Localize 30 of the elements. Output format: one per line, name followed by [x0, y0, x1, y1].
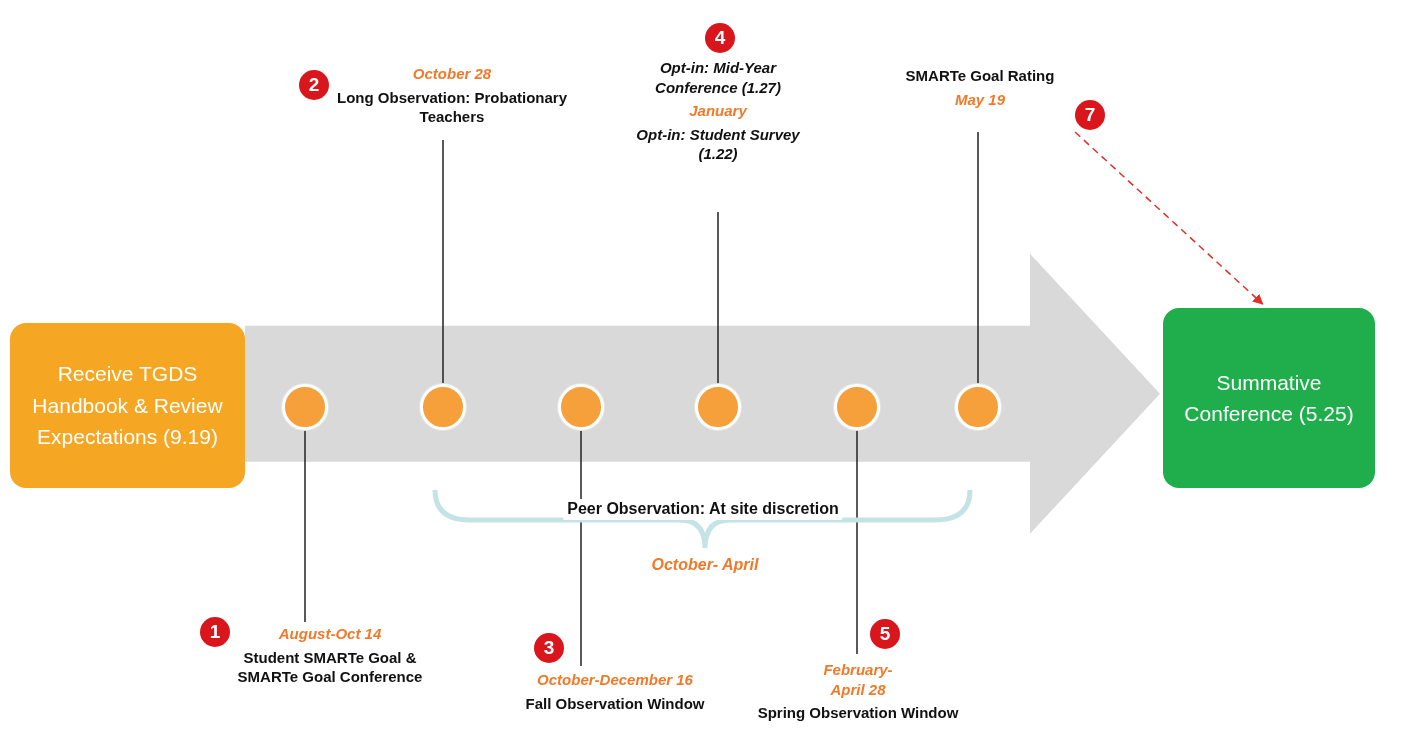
timeline-arrow: [245, 253, 1160, 534]
callout-number: 4: [705, 23, 735, 53]
callout-number: 1: [200, 617, 230, 647]
leader-line: [717, 211, 719, 385]
callout-number: 5: [870, 619, 900, 649]
milestone-date: October-December 16: [537, 670, 693, 690]
milestone-date: August-Oct 14: [278, 624, 382, 644]
leader-line: [304, 429, 306, 623]
milestone-text: Fall Observation Window: [525, 693, 705, 713]
milestone-text: Long Observation: Probationary Teachers: [336, 87, 568, 127]
milestone-date: February- April 28: [822, 660, 894, 699]
leader-line: [856, 429, 858, 655]
leader-line: [442, 139, 444, 385]
callout-number: 3: [534, 633, 564, 663]
dashed-arrow: [1074, 131, 1264, 305]
milestone-text: SMARTe Goal Rating: [905, 66, 1055, 86]
leader-line: [977, 131, 979, 385]
callout-number: 2: [299, 70, 329, 100]
step-box: Receive TGDS Handbook & Review Expectations (9.19): [10, 323, 245, 488]
milestone-text: Opt-in: Student Survey (1.22): [635, 124, 801, 164]
milestone-text: Student SMARTe Goal & SMARTe Goal Conference: [236, 647, 424, 687]
step-box: Summative Conference (5.25): [1163, 308, 1375, 488]
milestone-text: Opt-in: Mid-Year Conference (1.27): [654, 58, 782, 97]
milestone-text: Spring Observation Window: [757, 703, 959, 723]
milestone-date: May 19: [954, 89, 1005, 109]
milestone-date: January: [689, 101, 747, 121]
leader-line: [580, 429, 582, 667]
range-label: Peer Observation: At site discretion: [563, 499, 843, 520]
milestone-date: October 28: [412, 64, 492, 84]
callout-number: 7: [1075, 100, 1105, 130]
